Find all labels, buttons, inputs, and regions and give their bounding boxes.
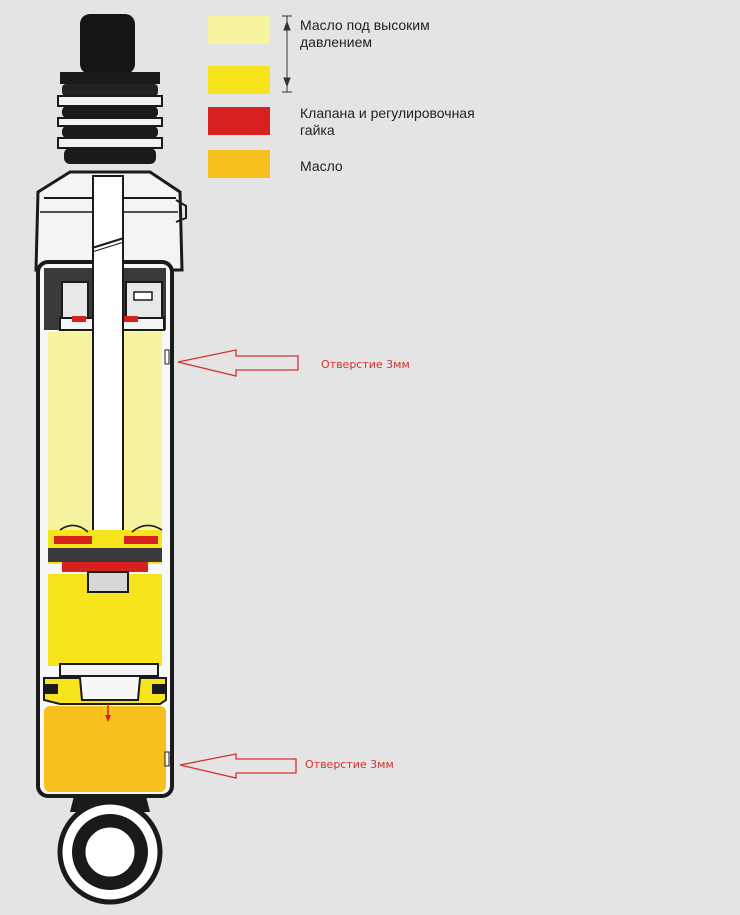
- legend-swatch-high-pressure-oil: [208, 16, 270, 44]
- legend-swatch-oil: [208, 150, 270, 178]
- legend-swatch-compressed-oil: [208, 66, 270, 94]
- bottom-eye-mount: [57, 796, 163, 905]
- lower-chamber-oil: [44, 706, 166, 792]
- legend-label-valves: Клапана и регулировочная гайка: [300, 105, 475, 138]
- pressure-dimension-arrow: [282, 15, 292, 93]
- lower-hole-marker: [164, 751, 170, 767]
- floating-piston: [43, 663, 167, 705]
- piston-rod: [91, 175, 125, 557]
- legend-label-high-pressure-oil: Масло под высоким давлением: [300, 17, 430, 50]
- legend-swatch-valves: [208, 107, 270, 135]
- lower-hole-arrow: [179, 753, 297, 779]
- lower-hole-label: Отверстие 3мм: [305, 758, 394, 771]
- top-bushing: [57, 14, 163, 164]
- upper-hole-arrow: [177, 349, 299, 377]
- upper-hole-marker: [164, 349, 170, 365]
- upper-hole-label: Отверстие 3мм: [321, 358, 410, 371]
- legend-label-oil: Масло: [300, 158, 343, 174]
